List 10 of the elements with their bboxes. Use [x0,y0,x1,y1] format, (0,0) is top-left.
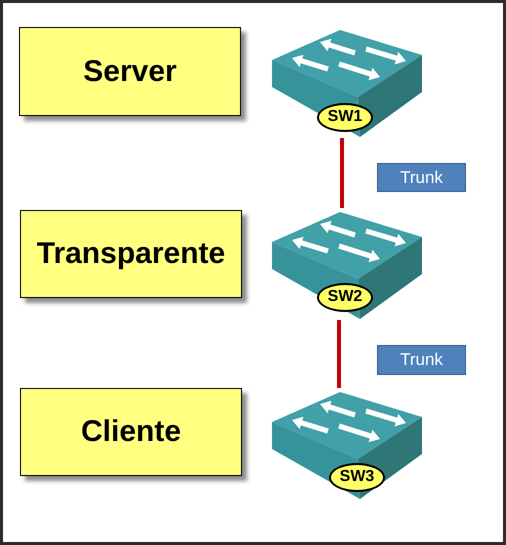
edge-label: Trunk [377,345,466,375]
mode-box [20,210,242,298]
mode-box [20,388,242,476]
mode-box [19,27,241,116]
link-line [340,138,344,208]
mode-label: Cliente [80,415,182,449]
mode-label: Server [83,54,177,88]
edge-label: Trunk [377,163,466,192]
mode-label: Transparente [36,237,226,271]
link-line [337,320,341,388]
